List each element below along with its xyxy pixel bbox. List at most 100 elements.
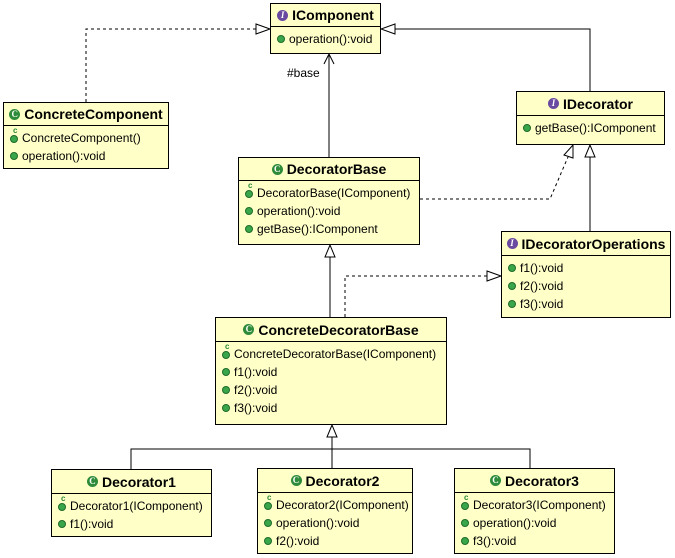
member-text: getBase():IComponent — [535, 121, 656, 135]
public-method-icon — [245, 207, 253, 215]
class-name: Decorator3 — [505, 472, 579, 489]
method-row[interactable]: f2():void — [222, 381, 446, 399]
public-method-icon — [58, 520, 66, 528]
method-row[interactable]: getBase():IComponent — [523, 119, 664, 137]
member-text: f2():void — [234, 383, 278, 397]
class-icon: C — [271, 163, 283, 175]
class-icon: C — [243, 324, 255, 335]
member-text: operation():void — [22, 149, 106, 163]
arrowhead-icomponent-right — [379, 23, 396, 35]
member-text: Decorator2(IComponent) — [276, 498, 409, 512]
public-method-icon — [277, 35, 285, 43]
class-name: IDecorator — [562, 95, 634, 112]
class-name: Decorator1 — [102, 473, 176, 490]
method-row[interactable]: f1():void — [222, 363, 446, 381]
arrowhead-idecorator-left — [563, 143, 574, 159]
interface-icon: I — [277, 9, 289, 21]
method-row[interactable]: operation():void — [277, 30, 380, 48]
method-row[interactable]: f3():void — [461, 532, 614, 550]
method-row[interactable]: f1():void — [58, 515, 211, 533]
class-icon: C — [490, 475, 502, 486]
public-method-icon — [264, 537, 272, 545]
method-row[interactable]: operation():void — [264, 514, 412, 532]
member-text: ConcreteDecoratorBase(IComponent) — [234, 347, 437, 361]
edge-concretedecoratorbase-idecoratoroperations — [344, 275, 487, 317]
class-icon: C — [290, 475, 302, 486]
member-text: operation():void — [276, 516, 360, 530]
public-method-icon — [523, 124, 531, 132]
method-row[interactable]: f2():void — [508, 277, 670, 295]
member-text: f3():void — [234, 401, 278, 415]
public-method-icon — [264, 519, 272, 527]
constructor-row[interactable]: c Decorator2(IComponent) — [264, 493, 412, 514]
member-text: f1():void — [234, 365, 278, 379]
public-method-icon — [461, 519, 469, 527]
edge-decoratorbase-idecorator — [420, 156, 569, 200]
method-row[interactable]: f3():void — [222, 399, 446, 417]
edge-label-base: #base — [287, 66, 320, 80]
member-text: Decorator3(IComponent) — [473, 498, 606, 512]
class-name: IComponent — [292, 7, 374, 23]
arrowhead-idecoratoroperations-left — [486, 270, 503, 282]
member-text: operation():void — [473, 516, 557, 530]
constructor-icon: c — [245, 181, 253, 198]
member-list: operation():void — [271, 27, 380, 48]
method-row[interactable]: f1():void — [508, 259, 670, 277]
edge-concretecomponent-icomponent — [85, 28, 256, 102]
method-row[interactable]: operation():void — [10, 147, 168, 165]
constructor-row[interactable]: c Decorator1(IComponent) — [58, 494, 211, 515]
public-method-icon — [508, 282, 516, 290]
arrowhead-concretedecoratorbase-bottom — [326, 423, 338, 438]
class-name: ConcreteComponent — [24, 106, 163, 122]
constructor-icon: c — [58, 494, 66, 511]
arrowhead-association — [323, 52, 335, 65]
method-row[interactable]: f3():void — [508, 295, 670, 313]
public-method-icon — [508, 264, 516, 272]
constructor-icon: c — [10, 126, 18, 143]
method-row[interactable]: f2():void — [264, 532, 412, 550]
member-text: operation():void — [257, 204, 341, 218]
member-list: getBase():IComponent — [517, 116, 664, 137]
public-method-icon — [245, 225, 253, 233]
class-name: Decorator2 — [305, 472, 380, 489]
method-row[interactable]: getBase():IComponent — [245, 220, 419, 238]
method-row[interactable]: operation():void — [461, 514, 614, 532]
public-method-icon — [508, 300, 516, 308]
method-row[interactable]: operation():void — [245, 202, 419, 220]
public-method-icon — [461, 537, 469, 545]
member-text: f1():void — [70, 517, 114, 531]
member-text: f3():void — [520, 297, 564, 311]
public-method-icon — [10, 152, 18, 160]
public-method-icon — [222, 386, 230, 394]
member-text: Decorator1(IComponent) — [70, 499, 203, 513]
constructor-icon: c — [264, 493, 272, 510]
public-method-icon — [222, 404, 230, 412]
